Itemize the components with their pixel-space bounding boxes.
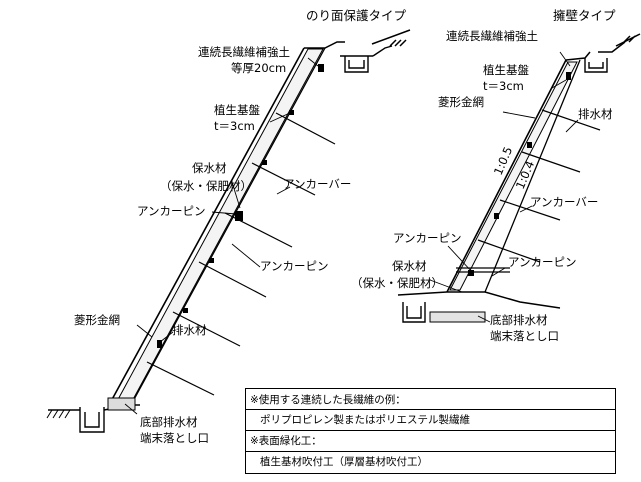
fiber-example-value: ポリプロピレン製またはポリエステル製繊維	[260, 414, 470, 426]
retaining-wall-drawing	[397, 33, 641, 323]
right-end-drop-label: 端末落とし口	[490, 329, 559, 343]
right-water-retention-label: 保水材	[392, 259, 427, 273]
right-vegetation-label: 植生基盤	[483, 63, 529, 77]
wall-inner-line	[484, 59, 581, 293]
left-vegetation-thickness-label: t＝3cm	[214, 119, 255, 133]
right-anchor-pin-label-1: アンカーピン	[393, 231, 462, 245]
anchor-bars	[146, 112, 336, 396]
left-anchor-pin-label-2: アンカーピン	[260, 259, 329, 273]
right-drain-label: 排水材	[578, 107, 613, 121]
top-ground-line	[372, 45, 393, 57]
notes-divider-3	[246, 451, 615, 452]
left-bottom-drain-label: 底部排水材	[140, 415, 198, 429]
wall-pin-marks	[468, 72, 571, 276]
left-water-retention-detail-label: （保水・保肥材）	[160, 179, 252, 193]
left-title: のり面保護タイプ	[306, 8, 407, 23]
fiber-example-heading: ※使用する連続した長繊維の例：	[250, 394, 406, 406]
wall-top-hatch	[615, 33, 641, 47]
right-title: 擁壁タイプ	[553, 8, 616, 23]
notes-divider-2	[246, 430, 615, 431]
right-fiber-soil-label: 連続長繊維補強土	[446, 29, 538, 43]
slope-surface-line	[108, 47, 305, 406]
right-anchor-bar-label: アンカーバー	[530, 195, 598, 209]
left-fiber-soil-label: 連続長繊維補強土	[198, 45, 290, 59]
left-anchor-pin-label-1: アンカーピン	[137, 204, 206, 218]
right-wire-mesh-label: 菱形金網	[438, 95, 484, 109]
notes-divider-1	[246, 409, 615, 410]
left-anchor-bar-label: アンカーバー	[283, 177, 351, 191]
greening-heading: ※表面緑化工：	[250, 435, 322, 447]
right-vegetation-thickness-label: t＝3cm	[483, 79, 524, 93]
greening-value: 植生基材吹付工（厚層基材吹付工）	[260, 456, 428, 468]
right-bottom-drain-label: 底部排水材	[490, 313, 548, 327]
wall-bottom-drain	[429, 311, 486, 323]
left-end-drop-label: 端末落とし口	[140, 431, 209, 445]
bottom-drain-block	[107, 397, 136, 411]
left-leader-lines	[124, 57, 319, 415]
wall-surface-line	[446, 59, 567, 293]
slope-protection-drawing	[46, 29, 411, 433]
wall-top-gutter	[584, 58, 608, 73]
bottom-gutter	[79, 407, 105, 433]
slope-top-ground	[304, 41, 345, 49]
right-water-retention-detail-label: （保水・保肥材）	[351, 276, 443, 290]
right-anchor-pin-label-2: アンカーピン	[508, 255, 577, 269]
left-water-retention-label: 保水材	[192, 161, 227, 175]
bottom-hatch	[46, 409, 71, 419]
left-fiber-thickness-label: 等厚20cm	[231, 61, 286, 75]
right-leader-lines	[429, 51, 579, 323]
slope-inner-line	[130, 47, 326, 406]
wall-bottom-gutter	[402, 302, 426, 323]
slope-top-ground-hatch	[371, 29, 411, 47]
wall-top-ground	[565, 41, 626, 61]
wall-bottom-ground	[397, 291, 561, 309]
left-vegetation-label: 植生基盤	[214, 103, 260, 117]
left-wire-mesh-label: 菱形金網	[74, 313, 120, 327]
left-drain-label: 排水材	[172, 323, 207, 337]
top-gutter	[340, 55, 373, 73]
wall-water-retention-band	[456, 267, 510, 273]
wall-anchor-bars	[477, 109, 601, 263]
notes-box: ※使用する連続した長繊維の例： ポリプロピレン製またはポリエステル製繊維 ※表面…	[245, 388, 616, 474]
